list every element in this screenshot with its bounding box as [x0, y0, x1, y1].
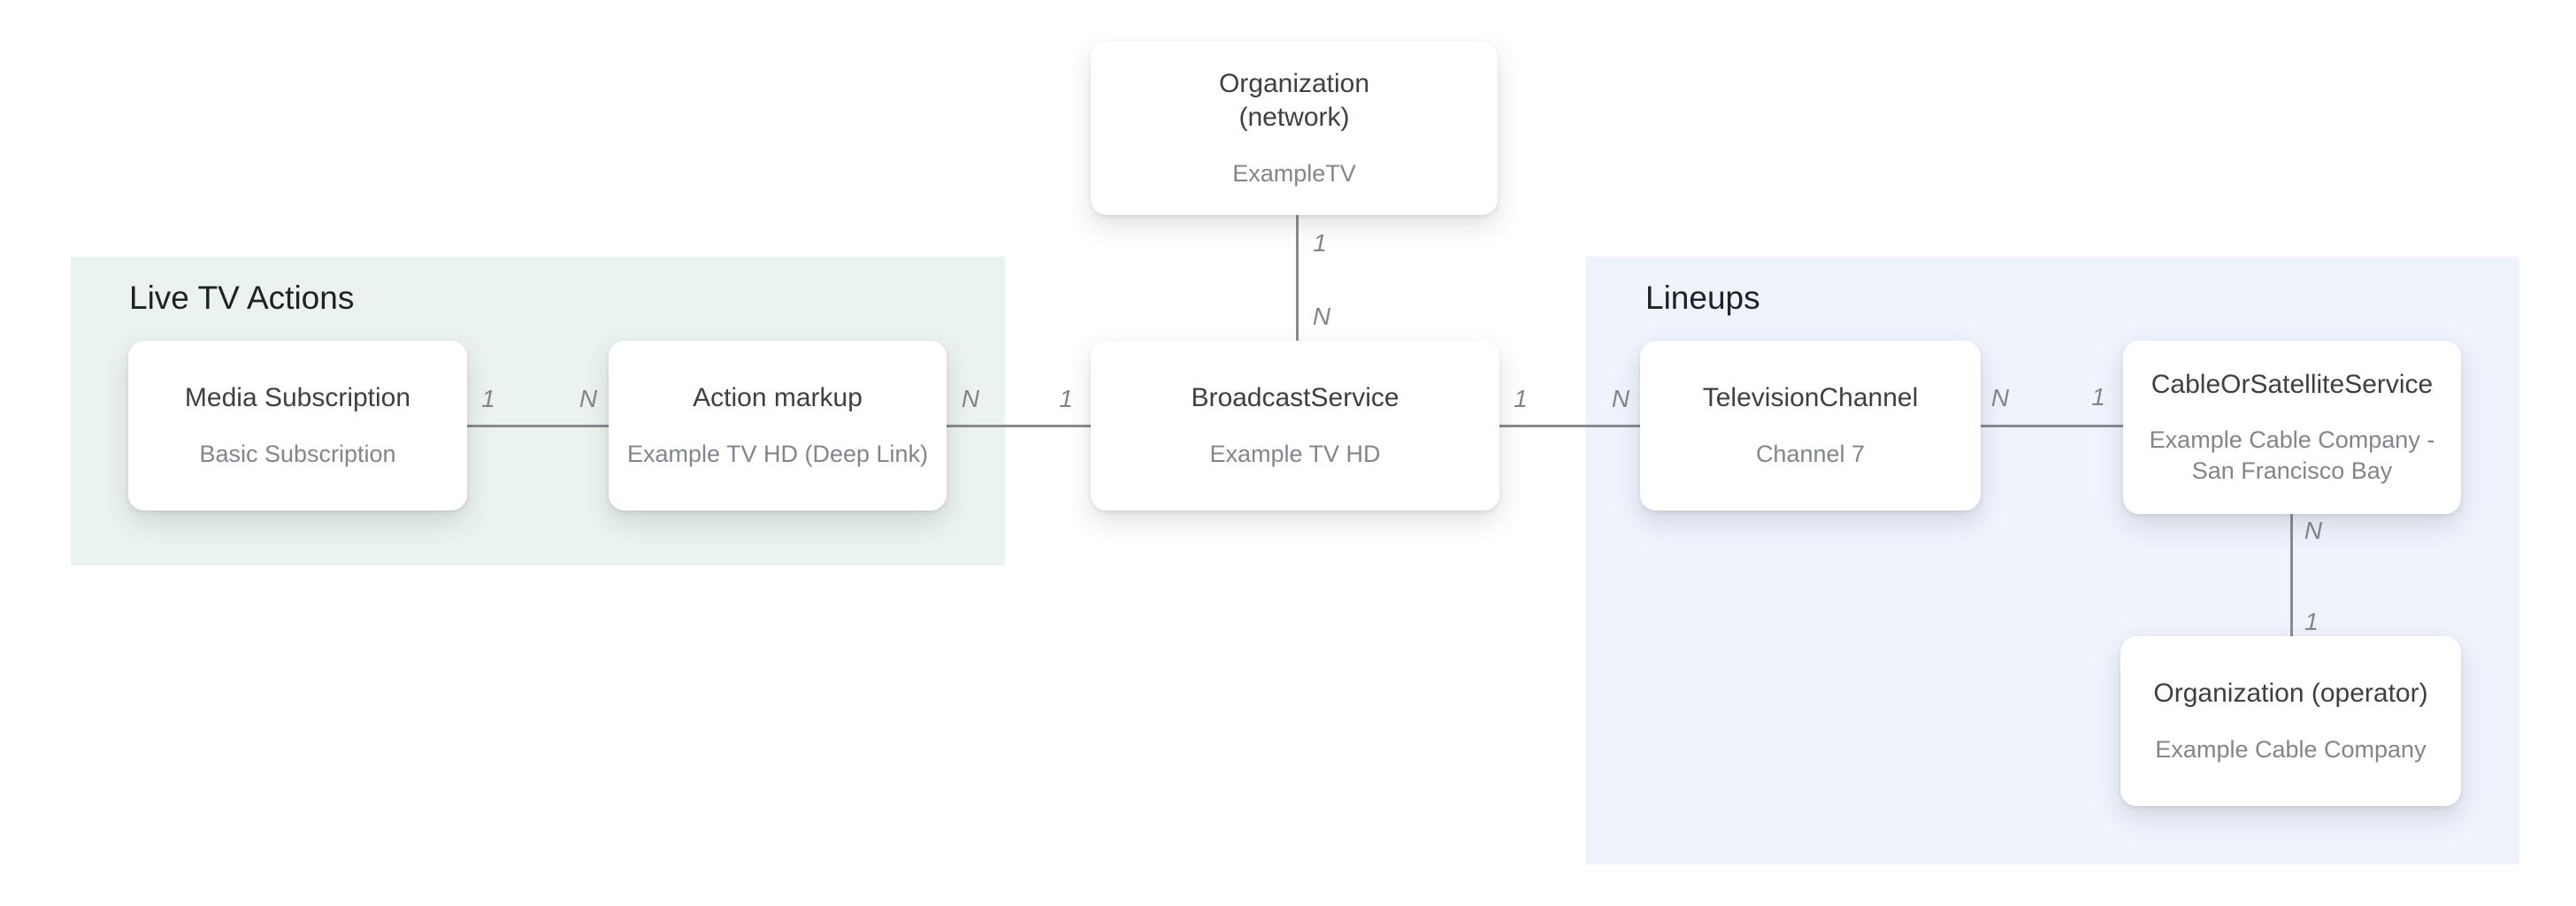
node-subtitle: Basic Subscription	[199, 440, 396, 467]
node-television-channel: TelevisionChannel Channel 7	[1640, 341, 1981, 511]
edge-line-cableorsatelliteservice-to-operator	[2290, 514, 2293, 636]
node-title: BroadcastService	[1191, 383, 1399, 413]
cardinality-label: N	[2304, 517, 2323, 544]
node-subtitle: Channel 7	[1755, 440, 1866, 467]
cardinality-label: N	[1312, 303, 1331, 330]
node-title: Organization (operator)	[2153, 679, 2428, 709]
cardinality-label: N	[961, 385, 980, 412]
node-title: Organization (network)	[1218, 69, 1370, 133]
node-subtitle: Example Cable Company - San Francisco Ba…	[2149, 426, 2435, 485]
node-title: Media Subscription	[184, 383, 411, 413]
node-cable-or-satellite-service: CableOrSatelliteService Example Cable Co…	[2123, 341, 2461, 514]
cardinality-label: 1	[1059, 385, 1073, 412]
node-subtitle: Example TV HD (Deep Link)	[626, 440, 929, 467]
node-organization-operator: Organization (operator) Example Cable Co…	[2120, 636, 2461, 806]
cardinality-label: N	[1990, 384, 2010, 411]
cardinality-label: 1	[1313, 229, 1327, 257]
edge-line-televisionchannel-to-cableorsatelliteservice	[1981, 425, 2123, 427]
edge-line-broadcastservice-to-televisionchannel	[1499, 425, 1640, 427]
node-organization-network: Organization (network) ExampleTV	[1091, 42, 1498, 215]
node-media-subscription: Media Subscription Basic Subscription	[128, 341, 467, 511]
cardinality-label: 1	[481, 385, 495, 412]
node-action-markup: Action markup Example TV HD (Deep Link)	[609, 341, 947, 511]
cardinality-label: 1	[2304, 608, 2319, 635]
group-title-lineups: Lineups	[1645, 280, 1760, 316]
node-subtitle: ExampleTV	[1232, 159, 1356, 187]
node-subtitle: Example Cable Company	[2155, 735, 2426, 763]
edge-line-network-to-broadcastservice	[1296, 215, 1299, 341]
cardinality-label: 1	[2091, 383, 2105, 411]
cardinality-label: N	[579, 385, 598, 412]
cardinality-label: N	[1611, 385, 1630, 412]
node-title: CableOrSatelliteService	[2150, 369, 2434, 399]
edge-line-actionmarkup-to-broadcastservice	[947, 425, 1091, 427]
cardinality-label: 1	[1514, 385, 1528, 412]
node-title: Action markup	[693, 383, 862, 413]
edge-line-mediasubscription-to-actionmarkup	[467, 425, 609, 427]
node-broadcast-service: BroadcastService Example TV HD	[1091, 341, 1499, 511]
node-title: TelevisionChannel	[1702, 383, 1919, 413]
group-title-live-tv-actions: Live TV Actions	[129, 280, 355, 316]
node-subtitle: Example TV HD	[1209, 440, 1381, 467]
